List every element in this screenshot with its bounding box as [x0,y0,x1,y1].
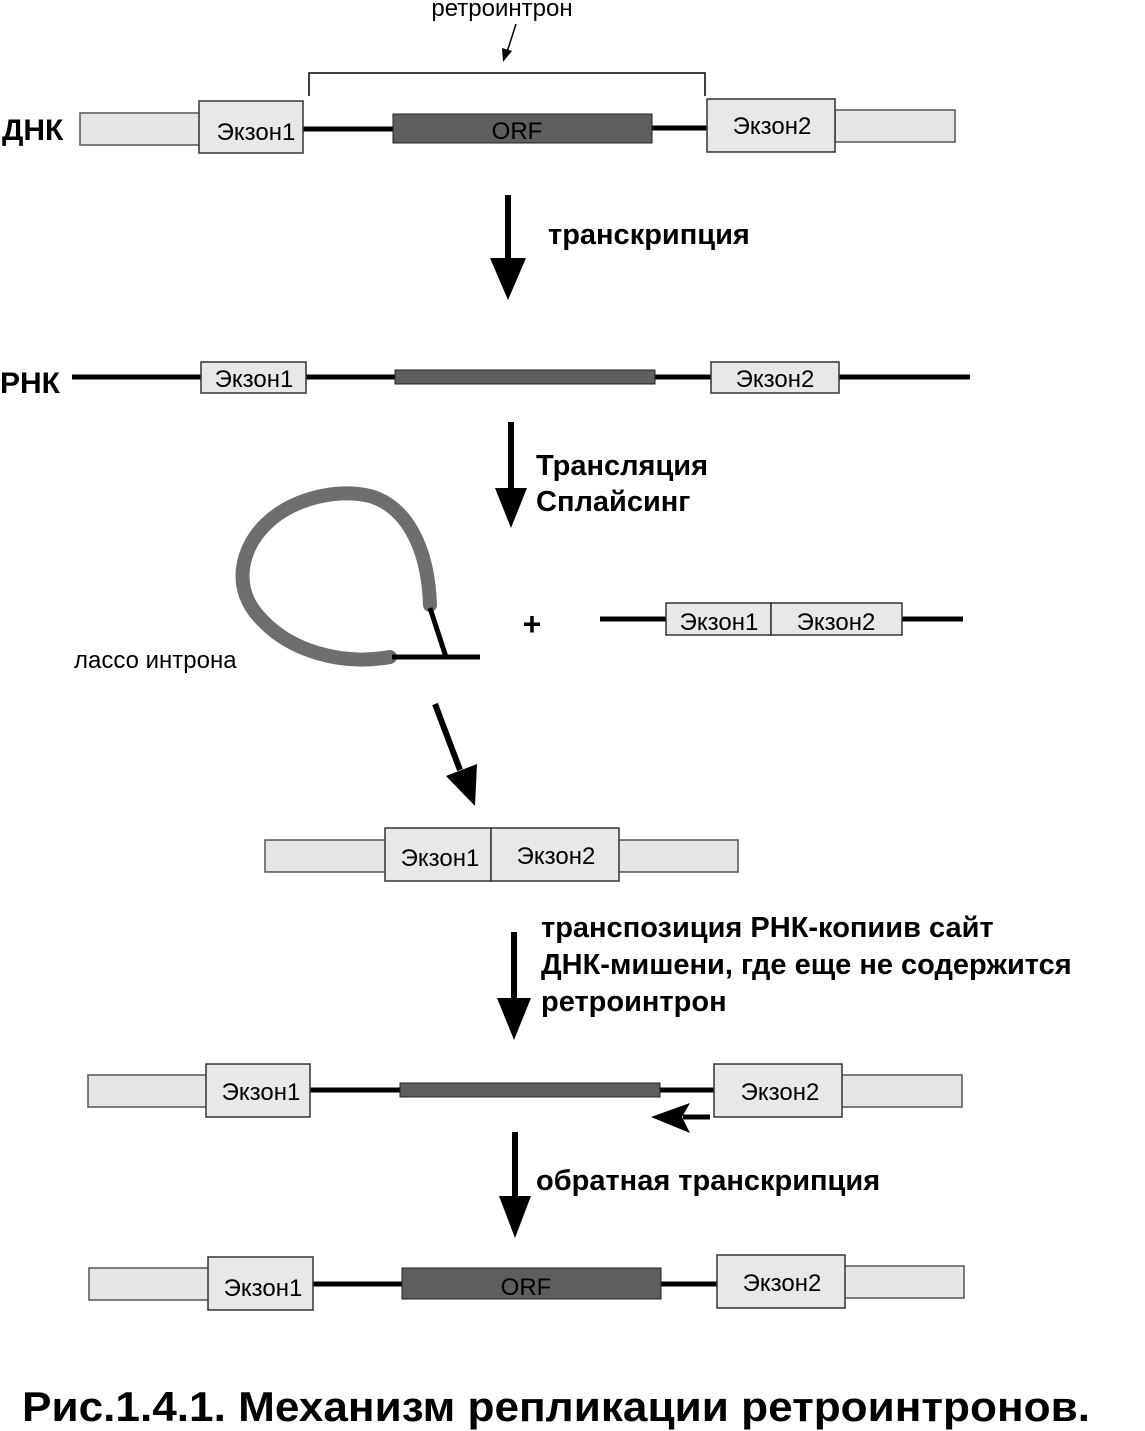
rna-exon2 [710,361,840,394]
final-flank-left [88,1267,211,1301]
retrointron-label: ретроинтрон [431,0,572,22]
transposition-label-line1: транспозиция РНК-копиив сайт [541,912,994,944]
inserted-exon2 [713,1063,843,1118]
transcription-arrow [490,195,526,300]
target-dna-row: Экзон1 Экзон2 [264,827,739,882]
retrointron-pointer-arrow [502,23,517,62]
plus-sign: + [523,606,542,642]
transcription-label: транскрипция [548,219,750,251]
dna-exon1-label: Экзон1 [217,119,296,146]
rna-exon1-label: Экзон1 [215,366,294,393]
inserted-exon1 [205,1063,311,1118]
diagonal-arrow [432,702,477,806]
target-flank-left [264,839,388,873]
dna-flank-left [79,112,201,146]
spliced-rna: Экзон1 Экзон2 [600,602,963,636]
final-exon1-label: Экзон1 [224,1275,303,1302]
inserted-exon1-label: Экзон1 [222,1079,301,1106]
splicing-label: Сплайсинг [536,486,690,518]
target-exon2-label: Экзон2 [517,843,596,870]
rna-row: Экзон1 Экзон2 [72,361,970,394]
spliced-rna-exon2-label: Экзон2 [797,609,876,636]
retrointron-bracket [308,72,706,96]
dna-exon1 [198,100,304,154]
translation-label: Трансляция [536,450,708,482]
inserted-rna-row: Экзон1 Экзон2 [87,1063,963,1118]
rna-intron-segment [394,369,656,385]
final-orf-label: ORF [501,1274,552,1301]
spliced-rna-exon2 [770,602,903,636]
rna-label: РНК [0,367,61,400]
dna-orf-label: ORF [492,118,543,145]
dna-label: ДНК [2,114,64,147]
intron-lariat [235,486,480,667]
inserted-exon2-label: Экзон2 [741,1079,820,1106]
inserted-rna-segment [399,1082,661,1098]
final-dna-row: Экзон1 ORF Экзон2 [88,1254,965,1311]
transposition-label-line3: ретроинтрон [541,986,727,1018]
target-exon2 [490,827,620,882]
inserted-flank-left [87,1074,209,1108]
spliced-rna-exon1 [665,602,772,636]
target-flank-right [616,839,739,873]
final-exon1 [207,1256,314,1311]
translation-splicing-arrow [495,422,527,528]
reverse-transcriptase-arrow [651,1103,710,1133]
reverse-transcription-label: обратная транскрипция [536,1165,880,1197]
dna-flank-right [834,109,956,143]
rna-exon1 [200,361,307,394]
final-exon2 [716,1254,846,1309]
target-exon1-label: Экзон1 [401,845,480,872]
dna-row: Экзон1 ORF Экзон2 [79,98,956,154]
transposition-arrow [497,932,531,1040]
spliced-rna-exon1-label: Экзон1 [680,609,759,636]
dna-orf [392,113,653,144]
reverse-transcription-arrow [499,1132,531,1238]
inserted-flank-right [840,1074,963,1108]
lariat-label: лассо интрона [74,647,237,674]
rna-exon2-label: Экзон2 [736,366,815,393]
dna-exon2 [706,98,836,153]
figure-caption: Рис.1.4.1. Механизм репликации ретроинтр… [22,1383,1090,1430]
final-flank-right [843,1265,965,1299]
final-orf [401,1267,662,1300]
dna-exon2-label: Экзон2 [733,113,812,140]
transposition-label-line2: ДНК-мишени, где еще не содержится [541,949,1072,981]
final-exon2-label: Экзон2 [743,1270,822,1297]
